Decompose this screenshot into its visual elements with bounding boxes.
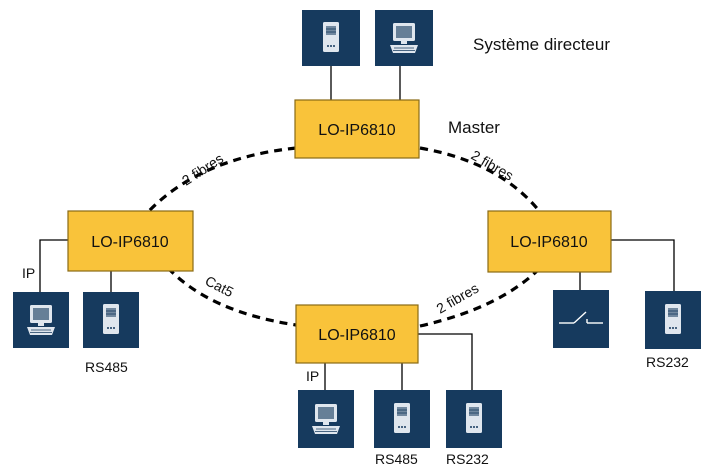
bottom-rs232-label: RS232 xyxy=(446,451,489,467)
top-computer-device xyxy=(375,10,433,66)
server-icon xyxy=(393,402,411,434)
right-server-device xyxy=(645,291,701,349)
node-right-label: LO-IP6810 xyxy=(510,234,587,251)
server-icon xyxy=(465,402,483,434)
link-top-left xyxy=(146,146,297,214)
link-top-right xyxy=(419,146,542,214)
node-top-label: LO-IP6810 xyxy=(318,122,395,139)
line-right-rs232 xyxy=(611,239,675,291)
title-label: Système directeur xyxy=(473,35,610,54)
top-server-device xyxy=(302,10,360,66)
bottom-server-device-rs485 xyxy=(374,390,430,448)
node-bottom-label: LO-IP6810 xyxy=(318,327,395,344)
server-icon xyxy=(102,303,120,335)
right-rs232-label: RS232 xyxy=(646,354,689,370)
bottom-server-device-rs232 xyxy=(446,390,502,448)
line-left-ip xyxy=(39,239,68,292)
server-icon xyxy=(322,21,340,53)
left-computer-device xyxy=(13,292,69,348)
link-bottom-right xyxy=(419,266,542,328)
link-label-top-left: 2 fibres xyxy=(179,150,226,188)
node-left: LO-IP6810 xyxy=(67,210,194,272)
computer-icon xyxy=(26,304,56,336)
line-bottom-rs232 xyxy=(418,333,473,390)
bottom-rs485-label: RS485 xyxy=(375,451,418,467)
master-label: Master xyxy=(448,118,500,137)
left-rs485-label: RS485 xyxy=(85,359,128,375)
node-right: LO-IP6810 xyxy=(487,210,612,273)
left-ip-label: IP xyxy=(22,265,35,281)
left-server-device xyxy=(83,292,139,348)
computer-icon xyxy=(389,22,419,54)
right-switch-device xyxy=(553,290,609,348)
computer-icon xyxy=(311,403,341,435)
link-left-bottom xyxy=(166,266,297,327)
node-left-label: LO-IP6810 xyxy=(91,234,168,251)
bottom-computer-device xyxy=(298,390,354,448)
bottom-ip-label: IP xyxy=(306,368,319,384)
server-icon xyxy=(664,303,682,335)
node-bottom: LO-IP6810 xyxy=(295,304,419,364)
node-top: LO-IP6810 xyxy=(294,99,420,159)
